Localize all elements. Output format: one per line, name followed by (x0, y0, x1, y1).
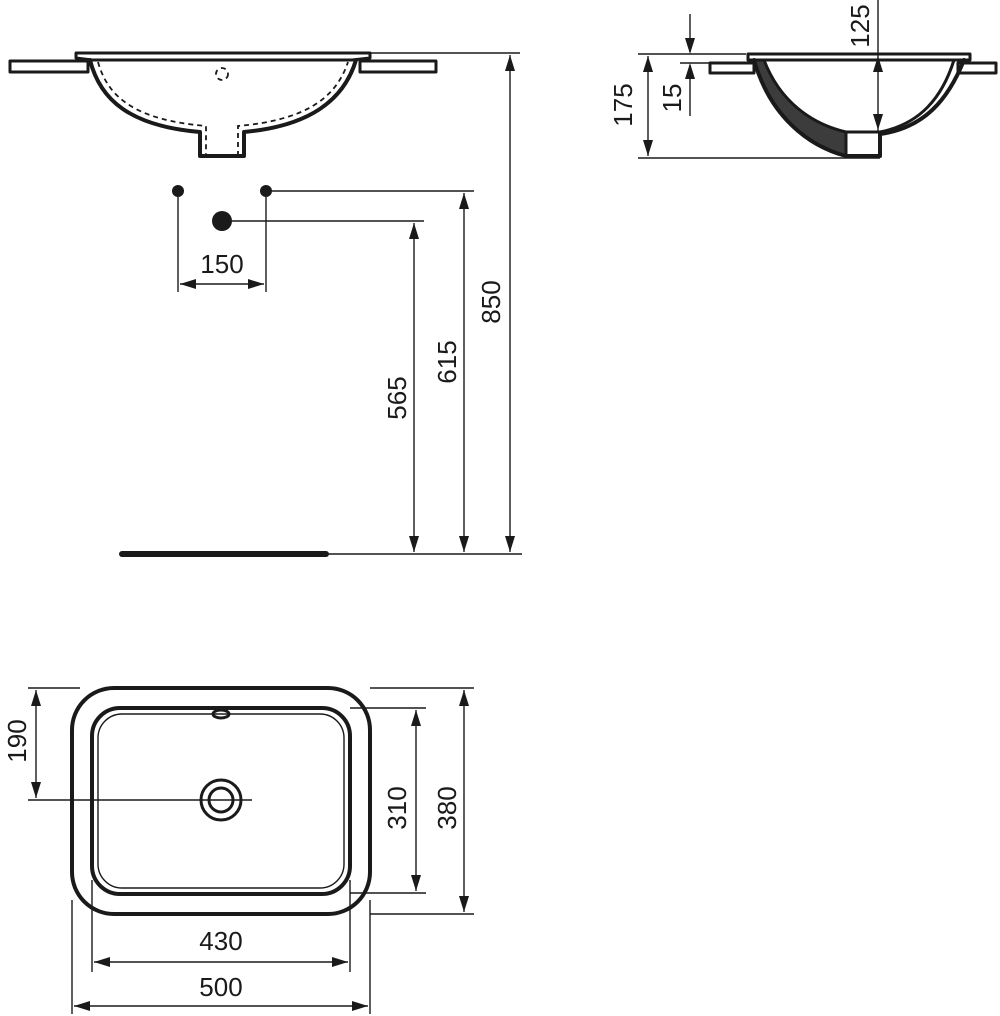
plan-outer-outline (70, 686, 372, 916)
plan-inner-outline (90, 706, 352, 896)
dim-inner-width: 430 (199, 926, 242, 956)
dim-section-inner-depth: 125 (845, 4, 875, 47)
basin-rim (74, 51, 372, 62)
section-countertop-right (956, 61, 998, 75)
waste-outlet-dot (212, 211, 232, 231)
tap-supply-left-dot (172, 185, 184, 197)
dim-rim-thickness: 15 (657, 84, 687, 113)
front-elevation-view: 150 565 615 850 (8, 51, 522, 557)
section-waste-outlet (844, 130, 882, 158)
countertop-right (358, 59, 438, 74)
basin-bowl-hidden-line (97, 61, 349, 156)
section-countertop-left (708, 61, 756, 75)
plan-view: 190 310 380 430 500 (2, 686, 474, 1014)
dim-outer-width: 500 (199, 972, 242, 1002)
countertop-left (8, 59, 90, 74)
side-section-view: 175 15 125 (608, 0, 998, 159)
dim-rim-height: 850 (476, 280, 506, 323)
dim-section-total-depth: 175 (608, 83, 638, 126)
basin-bowl-outline (88, 58, 358, 158)
dim-inner-depth: 310 (382, 786, 412, 829)
dim-supply-height: 615 (432, 340, 462, 383)
dim-waste-height: 565 (382, 376, 412, 419)
overflow-hole-hidden (215, 67, 229, 81)
dim-tap-spacing: 150 (200, 249, 243, 279)
dim-outer-depth: 380 (432, 786, 462, 829)
plan-overflow-slot (211, 708, 231, 720)
dim-waste-offset: 190 (2, 719, 32, 762)
tap-supply-right-dot (260, 185, 272, 197)
